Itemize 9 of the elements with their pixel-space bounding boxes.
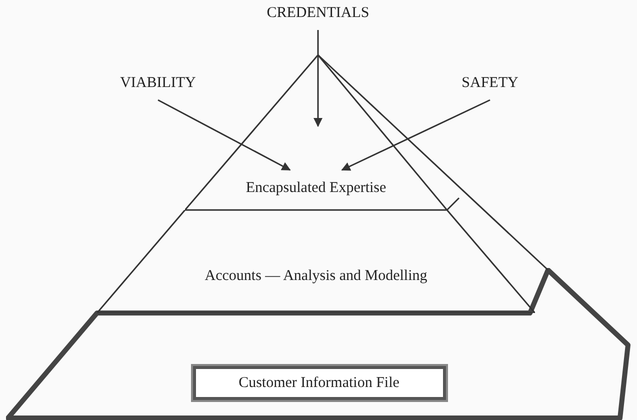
label-text: SAFETY xyxy=(440,74,540,96)
arrow xyxy=(314,30,322,128)
layer-label: Accounts — Analysis and Modelling xyxy=(204,267,428,286)
arrow xyxy=(158,99,291,171)
arrow xyxy=(341,99,490,171)
label-text: VIABILITY xyxy=(98,74,218,96)
layer-label: Encapsulated Expertise xyxy=(244,179,388,198)
file-box: Customer Information File xyxy=(192,366,446,400)
label-text: CREDENTIALS xyxy=(258,4,378,28)
